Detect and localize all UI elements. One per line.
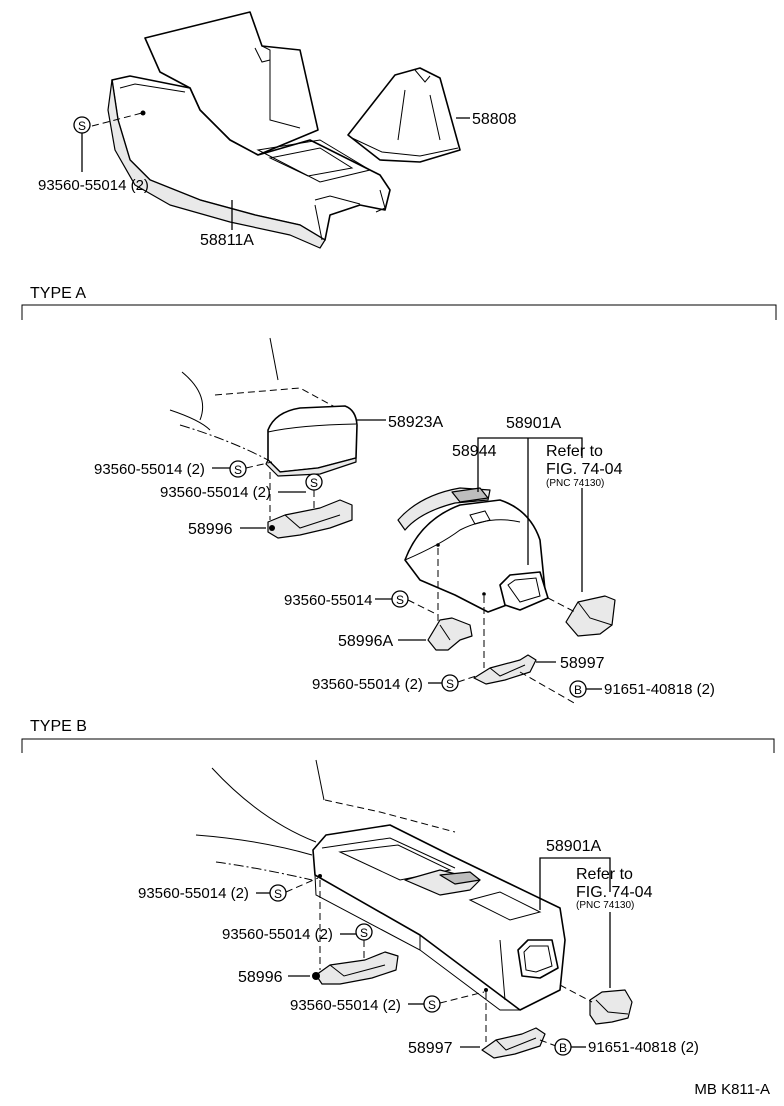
type-b-bracket-line	[21, 738, 775, 753]
bracket-58997-type-a	[473, 654, 537, 685]
label-a-screw-1: 93560-55014 (2)	[94, 461, 205, 478]
cap-part-type-a	[565, 595, 616, 637]
label-a-bolt: 91651-40818 (2)	[604, 681, 715, 698]
label-a-screw-4: 93560-55014 (2)	[312, 676, 423, 693]
label-b-58997: 58997	[408, 1040, 453, 1057]
svg-text:S: S	[78, 119, 86, 133]
label-a-58997: 58997	[560, 655, 605, 672]
cap-part-type-b	[589, 989, 633, 1025]
label-58923a: 58923A	[388, 414, 443, 431]
label-58811a: 58811A	[200, 232, 254, 249]
svg-text:S: S	[274, 887, 282, 901]
label-b-bolt: 91651-40818 (2)	[588, 1039, 699, 1056]
label-b-58996: 58996	[238, 969, 283, 986]
svg-text:B: B	[574, 683, 582, 697]
type-b-title: TYPE B	[30, 718, 87, 735]
label-b-screw-2: 93560-55014 (2)	[222, 926, 333, 943]
svg-text:B: B	[559, 1041, 567, 1055]
label-top-screw: 93560-55014 (2)	[38, 177, 149, 194]
bracket-58997-type-b	[481, 1027, 546, 1059]
label-a-58996: 58996	[188, 521, 233, 538]
screw-marker-icon: S	[355, 923, 373, 941]
label-b-pnc: (PNC 74130)	[576, 900, 634, 911]
type-a-title: TYPE A	[30, 285, 86, 302]
top-assembly: S 58808 58811A 93560-55014 (2)	[38, 11, 517, 249]
label-b-fig: FIG. 74-04	[576, 884, 653, 901]
screw-marker-icon: S	[229, 460, 247, 478]
screw-marker-icon: S	[269, 884, 287, 902]
console-panel-58901a-type-b	[312, 824, 566, 1011]
console-box-58811a	[107, 11, 391, 249]
label-a-58944: 58944	[452, 443, 497, 460]
armrest-58923a	[265, 405, 358, 477]
type-a-bracket-line	[21, 304, 777, 320]
label-a-pnc: (PNC 74130)	[546, 478, 604, 489]
label-a-screw-2: 93560-55014 (2)	[160, 484, 271, 501]
screw-marker-icon: S	[391, 590, 409, 608]
shift-boot-58808	[347, 67, 461, 163]
bracket-58996	[267, 499, 353, 539]
label-a-58901a: 58901A	[506, 415, 561, 432]
bolt-marker-icon: B	[554, 1038, 572, 1056]
type-a-section: TYPE A 58923A S 93560-55014 (2) S 935	[21, 285, 777, 705]
bracket-58996-type-b	[312, 951, 399, 985]
label-a-fig: FIG. 74-04	[546, 461, 623, 478]
label-a-refer: Refer to	[546, 443, 603, 460]
label-b-screw-3: 93560-55014 (2)	[290, 997, 401, 1014]
label-b-refer: Refer to	[576, 866, 633, 883]
label-a-58996a: 58996A	[338, 633, 393, 650]
label-b-58901a: 58901A	[546, 838, 601, 855]
type-b-section: TYPE B 58901A Refer to FIG. 74-04	[21, 718, 775, 1059]
svg-text:S: S	[446, 677, 454, 691]
console-panel-58901a-type-a	[397, 487, 549, 613]
svg-text:S: S	[310, 476, 318, 490]
label-58808: 58808	[472, 111, 517, 128]
footer-code: MB K811-A	[694, 1081, 770, 1098]
label-a-screw-3: 93560-55014	[284, 592, 372, 609]
svg-text:S: S	[360, 926, 368, 940]
screw-marker-icon: S	[423, 995, 441, 1013]
bolt-marker-icon: B	[569, 680, 587, 698]
screw-marker-icon: S	[441, 674, 459, 692]
label-b-screw-1: 93560-55014 (2)	[138, 885, 249, 902]
svg-text:S: S	[234, 463, 242, 477]
screw-marker-icon: S	[73, 116, 91, 134]
svg-text:S: S	[396, 593, 404, 607]
screw-marker-icon: S	[305, 473, 323, 491]
svg-text:S: S	[428, 998, 436, 1012]
bracket-58996a	[427, 617, 473, 651]
